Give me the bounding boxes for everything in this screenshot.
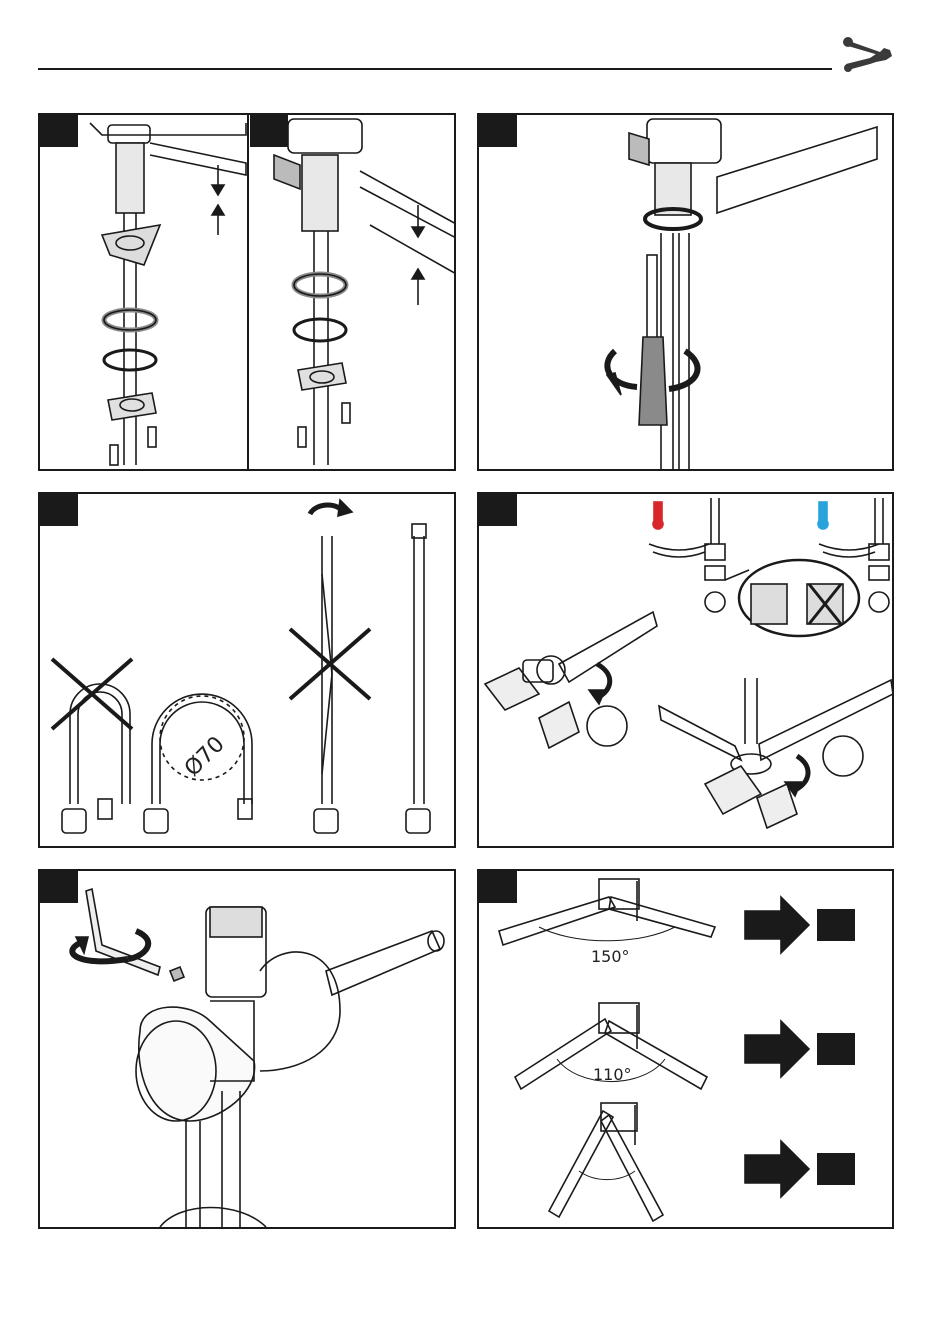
ref-badge-3 [817, 1153, 855, 1185]
ref-badge-1 [817, 909, 855, 941]
header-rule [38, 68, 832, 70]
illustration-mounting-parts [40, 115, 456, 471]
wrench-screwdriver-icon [840, 30, 896, 78]
illustration-faucet-hex-key [40, 871, 456, 1229]
panel-step-5 [477, 492, 894, 848]
panel-step-1-2 [38, 113, 456, 471]
panel-step-3 [477, 113, 894, 471]
panel-step-6 [38, 869, 456, 1229]
illustration-connect-hoses [479, 494, 894, 848]
panel-step-4: Ø70 [38, 492, 456, 848]
panel-step-7: 150° 110° [477, 869, 894, 1229]
illustration-hose-bending [40, 494, 456, 848]
illustration-screwdriver-tighten [479, 115, 894, 471]
angle-label-110: 110° [593, 1065, 632, 1084]
angle-label-150: 150° [591, 947, 630, 966]
ref-badge-2 [817, 1033, 855, 1065]
